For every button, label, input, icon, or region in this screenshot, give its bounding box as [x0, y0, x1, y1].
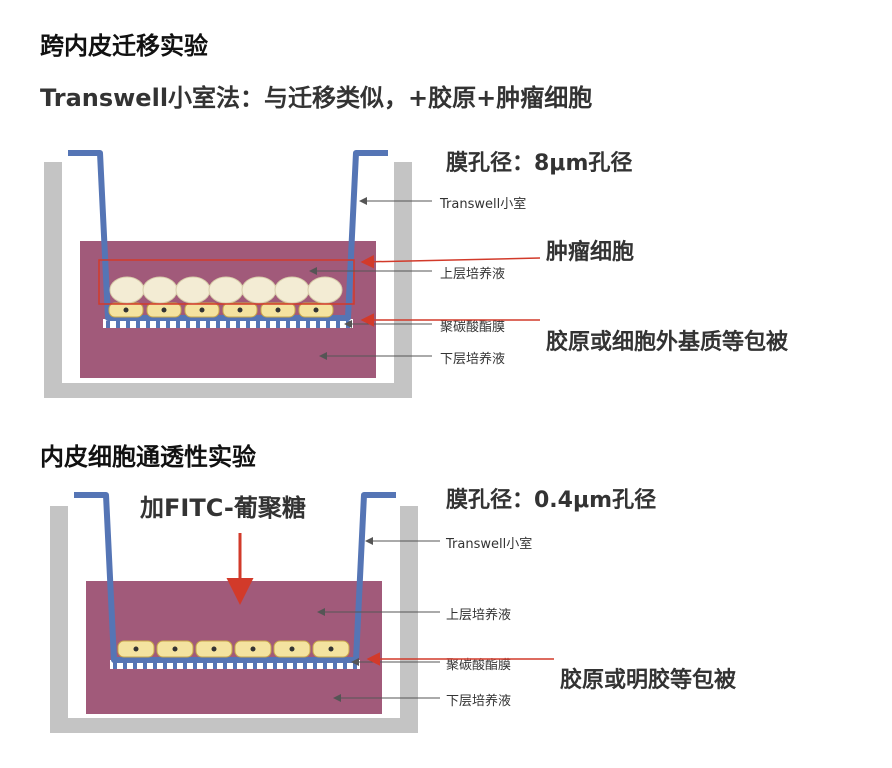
section2-title: 内皮细胞通透性实验 [40, 443, 256, 471]
diagram2 [50, 492, 554, 733]
diagram1-insert [68, 150, 388, 321]
section2-label-membrane: 聚碳酸酯膜 [446, 658, 512, 673]
section1-label-transwell: Transwell小室 [440, 197, 527, 212]
diagram2-flat-cells [117, 640, 350, 658]
section1-label-upper-medium: 上层培养液 [440, 267, 506, 282]
diagram1 [44, 150, 541, 398]
section2-label-transwell: Transwell小室 [446, 537, 533, 552]
diagram1-membrane-pores [106, 321, 350, 328]
section1-label-coating: 胶原或细胞外基质等包被 [546, 330, 789, 355]
section1-pore-size: 膜孔径：8μm孔径 [446, 151, 633, 176]
diagram2-membrane-pores [113, 662, 357, 669]
section2-reagent-label: 加FITC-葡聚糖 [140, 494, 306, 522]
section1-title: 跨内皮迁移实验 [40, 32, 208, 60]
section2-label-coating: 胶原或明胶等包被 [560, 668, 737, 693]
diagram1-arrow-tumor [360, 254, 541, 269]
section2-label-upper-medium: 上层培养液 [446, 608, 512, 623]
diagram2-insert [74, 492, 396, 663]
section1-subtitle: Transwell小室法：与迁移类似，+胶原+肿瘤细胞 [40, 84, 593, 112]
section1-label-membrane: 聚碳酸酯膜 [440, 320, 506, 335]
section2-label-lower-medium: 下层培养液 [446, 694, 512, 709]
diagram1-tumor-highlight-box [98, 259, 355, 305]
section1-label-tumor-cells: 肿瘤细胞 [546, 240, 635, 265]
section1-label-lower-medium: 下层培养液 [440, 352, 506, 367]
section2-pore-size: 膜孔径：0.4μm孔径 [446, 488, 657, 513]
diagram1-flat-cells [108, 302, 334, 318]
diagram1-tumor-cells [109, 276, 343, 304]
